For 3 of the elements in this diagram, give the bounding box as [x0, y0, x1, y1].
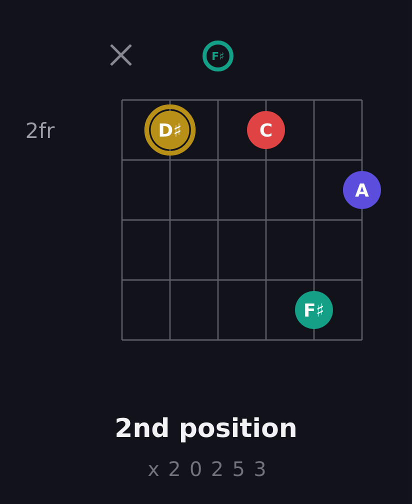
fingering-text: x 2 0 2 5 3 — [148, 461, 265, 476]
position-title: 2nd position — [116, 417, 296, 442]
fret-number: 2fr — [26, 122, 55, 138]
